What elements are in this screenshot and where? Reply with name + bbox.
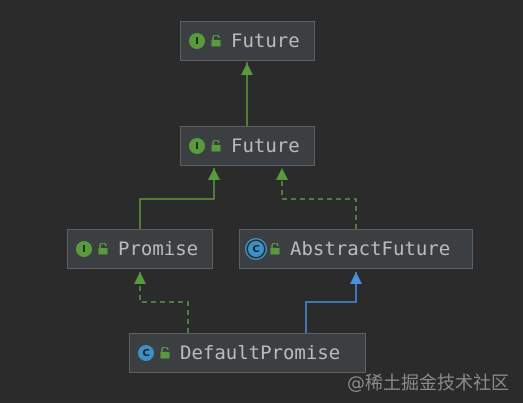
arrowhead-future-mid-right (276, 168, 288, 180)
unlocked-padlock-icon (211, 140, 221, 152)
node-label: Promise (118, 238, 199, 260)
node-future-mid[interactable]: I Future (180, 126, 315, 166)
edge-abstractfuture-implements-future (281, 168, 357, 229)
node-default-promise[interactable]: C DefaultPromise (129, 333, 366, 373)
interface-badge-icon: I (189, 33, 205, 49)
node-label: Future (231, 30, 300, 52)
class-badge-icon: C (138, 345, 154, 361)
unlocked-padlock-icon (98, 243, 108, 255)
arrowhead-promise (134, 272, 146, 284)
arrowhead-future-top (241, 63, 253, 75)
node-future-top[interactable]: I Future (180, 21, 315, 61)
watermark: @稀土掘金技术社区 (347, 373, 509, 394)
interface-badge-icon: I (76, 241, 92, 257)
edge-defaultpromise-implements-promise (139, 272, 189, 333)
node-promise[interactable]: I Promise (67, 229, 213, 269)
interface-badge-icon: I (189, 138, 205, 154)
edge-promise-extends-future (139, 168, 215, 229)
node-label: Future (231, 135, 300, 157)
node-label: AbstractFuture (290, 238, 451, 260)
unlocked-padlock-icon (160, 347, 170, 359)
node-abstract-future[interactable]: C AbstractFuture (239, 229, 473, 269)
unlocked-padlock-icon (270, 243, 280, 255)
edge-defaultpromise-extends-abstractfuture (305, 272, 357, 333)
unlocked-padlock-icon (211, 35, 221, 47)
node-label: DefaultPromise (180, 342, 341, 364)
abstract-class-badge-icon: C (248, 241, 264, 257)
arrowhead-abstractfuture (350, 272, 362, 284)
arrowhead-future-mid-left (208, 168, 220, 180)
